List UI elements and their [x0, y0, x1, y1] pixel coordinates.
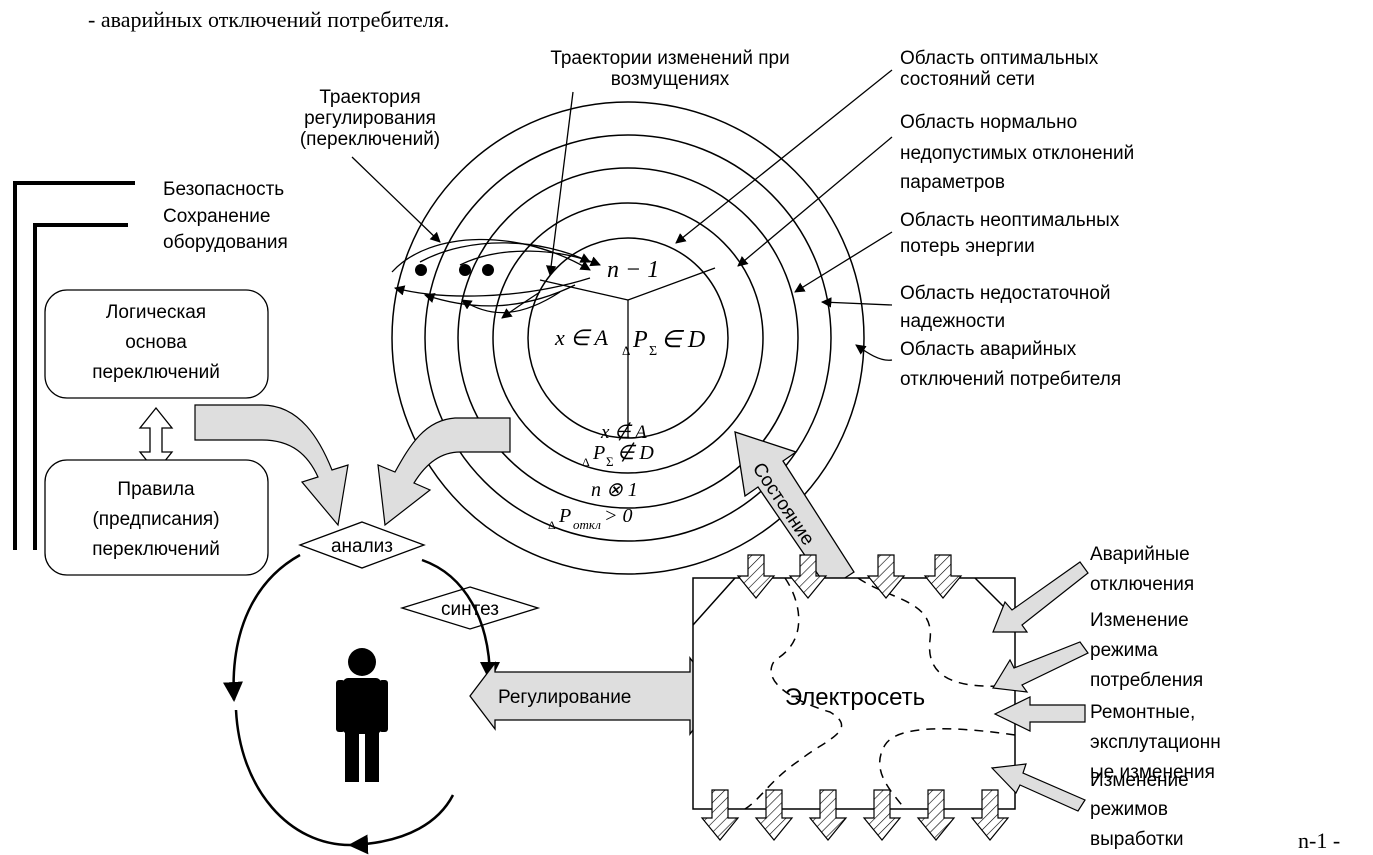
svg-text:Σ: Σ — [649, 344, 657, 359]
disturbance-label-generation: Изменение режимов выработки — [1090, 770, 1189, 850]
svg-text:∉ D: ∉ D — [617, 442, 654, 464]
region-leader-arrows — [675, 69, 893, 361]
svg-text:эксплутационн: эксплутационн — [1090, 732, 1221, 753]
svg-text:переключений: переключений — [92, 362, 220, 383]
math-n-minus-1: n − 1 — [607, 257, 659, 283]
network-input-arrows-top — [736, 554, 963, 599]
rules-label: Правила (предписания) переключений — [92, 479, 220, 560]
svg-text:потребления: потребления — [1090, 670, 1203, 691]
synthesis-diamond — [399, 586, 541, 630]
regulation-label: Регулирование — [498, 687, 631, 708]
math-n-otimes-1: n ⊗ 1 — [591, 479, 638, 501]
svg-text:Логическая: Логическая — [106, 302, 206, 323]
region-circle-3 — [457, 167, 799, 509]
disturbance-label-consumption: Изменение режима потребления — [1090, 610, 1203, 691]
power-network-box — [692, 577, 1016, 810]
region-circle-4 — [424, 134, 832, 542]
region-circle-outer — [391, 101, 865, 575]
svg-text:Область оптимальных: Область оптимальных — [900, 48, 1099, 69]
svg-text:оборудования: оборудования — [163, 232, 288, 253]
svg-text:Ремонтные,: Ремонтные, — [1090, 702, 1195, 723]
logic-basis-box — [44, 289, 269, 399]
svg-text:потерь энергии: потерь энергии — [900, 236, 1035, 257]
criteria-labels: Безопасность Сохранение оборудования — [163, 179, 288, 253]
svg-text:режимов: режимов — [1090, 799, 1168, 820]
math-x-in-a: x ∈ A — [554, 325, 609, 350]
analysis-label: анализ — [331, 536, 393, 557]
header-line: - аварийных отключений потребителя. — [88, 7, 449, 32]
svg-text:параметров: параметров — [900, 172, 1005, 193]
svg-text:Аварийные: Аварийные — [1090, 544, 1190, 565]
region-circles — [391, 101, 865, 575]
svg-text:Область недостаточной: Область недостаточной — [900, 283, 1110, 304]
svg-text:Траектории изменений при: Траектории изменений при — [550, 48, 789, 69]
svg-text:Δ: Δ — [548, 518, 556, 532]
svg-text:Изменение: Изменение — [1090, 610, 1189, 631]
flow-arrow-from-state — [377, 417, 511, 527]
trajectory-arcs — [391, 238, 601, 319]
math-x-notin-a: x ∉ A — [600, 422, 647, 443]
region-circle-2 — [492, 202, 764, 474]
operator-cycle — [222, 553, 500, 855]
svg-text:переключений: переключений — [92, 539, 220, 560]
analysis-diamond — [298, 521, 426, 569]
svg-text:недопустимых отклонений: недопустимых отклонений — [900, 143, 1134, 164]
svg-text:состояний сети: состояний сети — [900, 69, 1035, 90]
region-label-normal: Область нормально недопустимых отклонени… — [900, 112, 1134, 193]
svg-text:выработки: выработки — [1090, 829, 1184, 850]
criteria-brackets — [13, 181, 135, 550]
disturbance-label-emergency: Аварийные отключения — [1090, 544, 1194, 595]
svg-text:основа: основа — [125, 332, 187, 353]
svg-text:отключений потребителя: отключений потребителя — [900, 369, 1121, 390]
svg-text:Δ: Δ — [582, 455, 590, 469]
network-output-arrows-bottom — [700, 789, 1010, 841]
svg-text:> 0: > 0 — [604, 505, 633, 527]
svg-text:надежности: надежности — [900, 311, 1005, 332]
disturbance-label-maintenance: Ремонтные, эксплутационн ые изменения — [1090, 702, 1221, 783]
state-dots — [415, 264, 494, 276]
svg-text:P: P — [592, 442, 605, 464]
svg-text:Область неоптимальных: Область неоптимальных — [900, 210, 1120, 231]
svg-text:Сохранение: Сохранение — [163, 206, 270, 227]
disturbance-arrows — [990, 561, 1089, 812]
svg-text:(предписания): (предписания) — [92, 509, 219, 530]
synthesis-label: синтез — [441, 599, 499, 620]
svg-text:Область нормально: Область нормально — [900, 112, 1077, 133]
svg-text:откл: откл — [573, 517, 601, 532]
svg-text:Σ: Σ — [606, 454, 614, 469]
top-leader-arrows — [351, 91, 574, 277]
svg-text:P: P — [632, 327, 648, 353]
svg-text:регулирования: регулирования — [304, 108, 436, 129]
svg-text:ые изменения: ые изменения — [1090, 762, 1215, 783]
math-dp-otkl: Δ P откл > 0 — [548, 505, 633, 532]
disturbance-trajectory-label: Траектории изменений при возмущениях — [550, 48, 789, 90]
svg-text:Траектория: Траектория — [319, 87, 420, 108]
region-label-losses: Область неоптимальных потерь энергии — [900, 210, 1120, 257]
svg-text:возмущениях: возмущениях — [611, 69, 730, 90]
svg-text:режима: режима — [1090, 640, 1158, 661]
flow-arrow-from-logic — [194, 404, 349, 527]
svg-text:Δ: Δ — [622, 343, 630, 358]
svg-text:P: P — [558, 505, 571, 527]
svg-text:Безопасность: Безопасность — [163, 179, 284, 200]
svg-text:Правила: Правила — [117, 479, 195, 500]
svg-text:отключения: отключения — [1090, 574, 1194, 595]
svg-text:(переключений): (переключений) — [300, 129, 440, 150]
svg-text:Область аварийных: Область аварийных — [900, 339, 1077, 360]
svg-text:∈ D: ∈ D — [661, 327, 705, 353]
region-label-optimal: Область оптимальных состояний сети — [900, 48, 1099, 90]
logic-basis-label: Логическая основа переключений — [92, 302, 220, 383]
footer-note: n-1 - — [1298, 828, 1340, 853]
operator-person-icon — [336, 648, 388, 782]
network-label: Электросеть — [785, 684, 925, 711]
trajectory-label: Траектория регулирования (переключений) — [300, 87, 440, 150]
svg-text:Изменение: Изменение — [1090, 770, 1189, 791]
math-dp-notin-d: Δ P Σ ∉ D — [582, 442, 654, 469]
region-label-reliability: Область недостаточной надежности — [900, 283, 1110, 332]
inner-sectors — [539, 267, 716, 438]
math-dp-in-d: Δ P Σ ∈ D — [622, 327, 705, 359]
rules-box — [44, 459, 269, 576]
region-label-emergency: Область аварийных отключений потребителя — [900, 339, 1121, 390]
